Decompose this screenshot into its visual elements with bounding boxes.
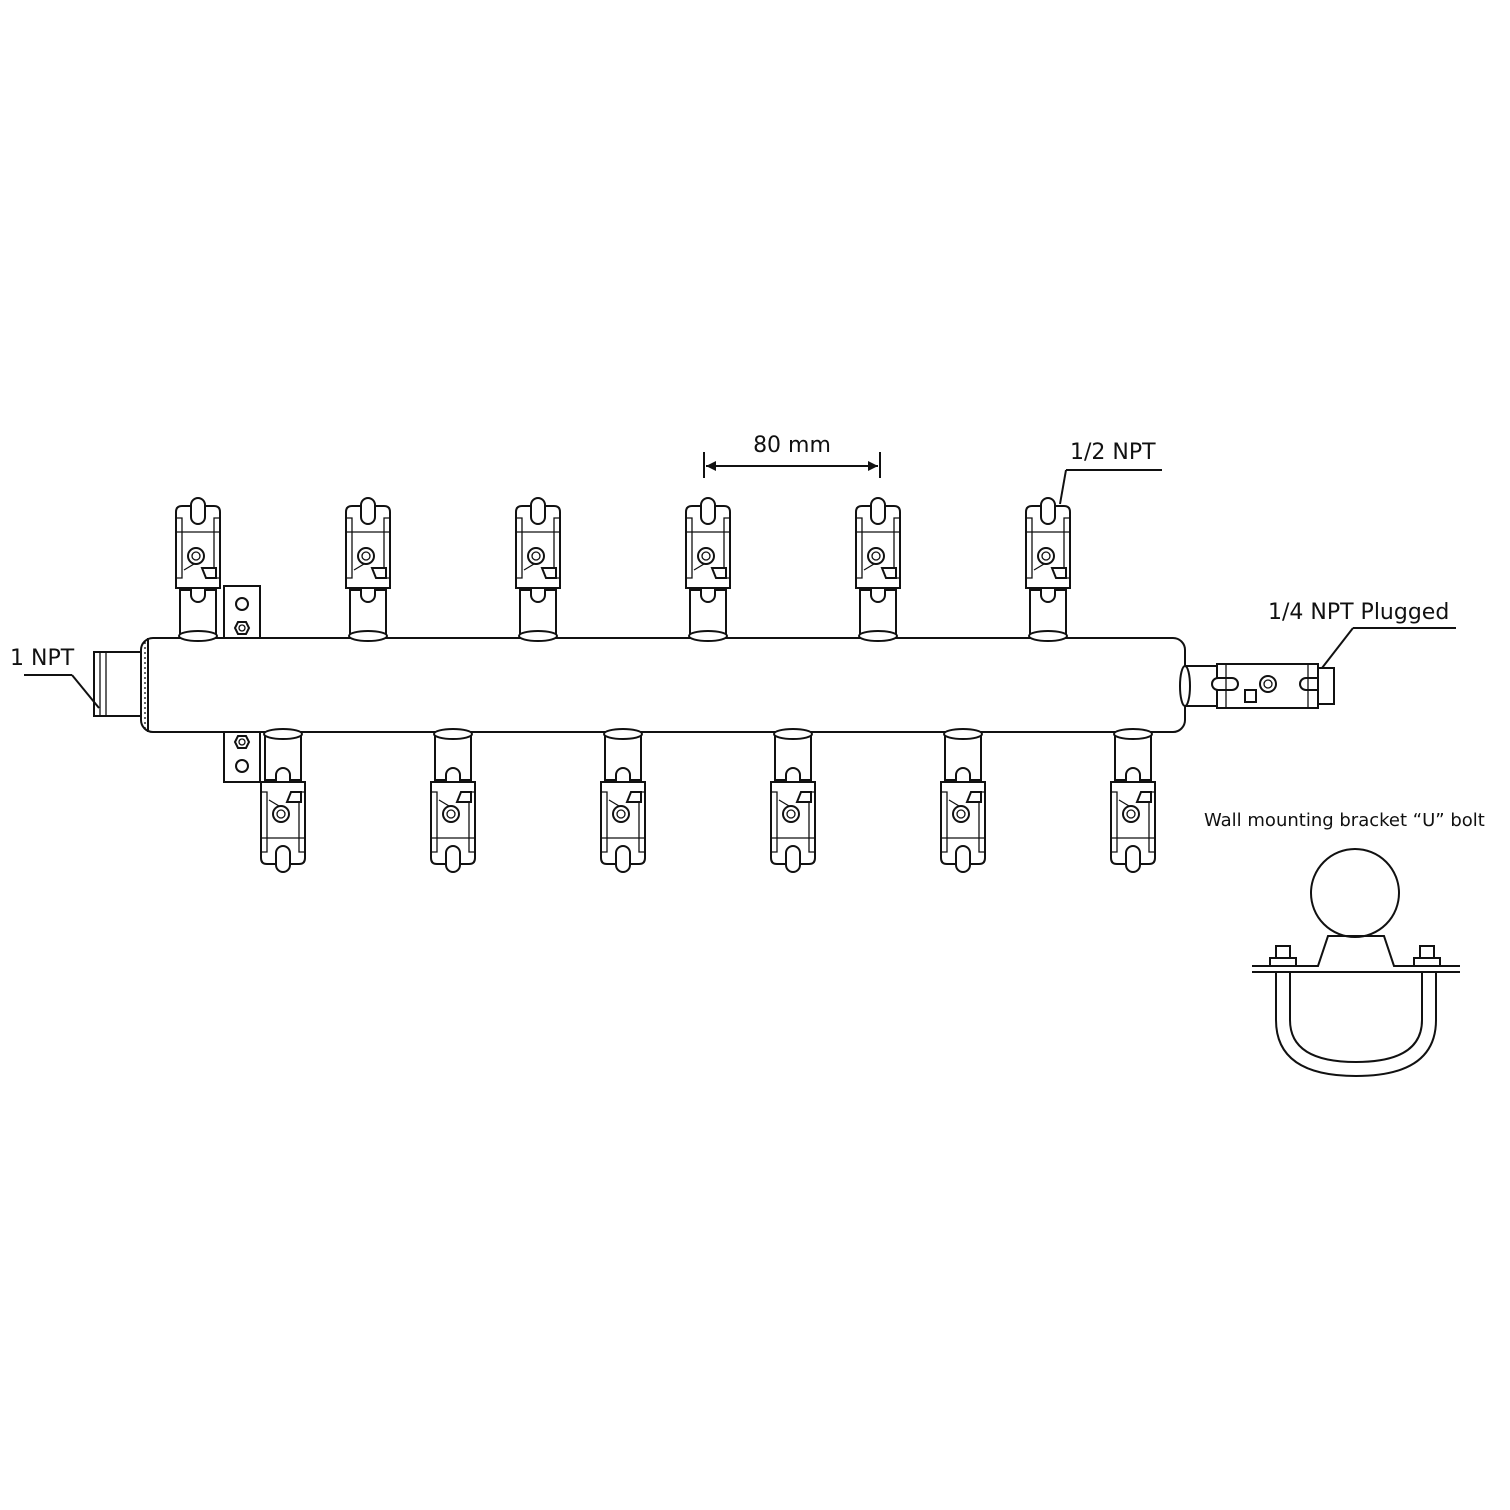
end-plug-assembly: [1179, 663, 1335, 709]
valve-top-5: [855, 497, 901, 642]
valve-top-2: [345, 497, 391, 642]
valve-bottom-5: [940, 728, 986, 873]
valve-bottom-1: [260, 728, 306, 873]
valve-bottom-6: [1110, 728, 1156, 873]
dimension-label: 80 mm: [753, 433, 831, 458]
manifold-pipe: [140, 637, 1186, 733]
outlet-thread-label: 1/2 NPT: [1070, 440, 1156, 465]
valve-bottom-4: [770, 728, 816, 873]
inlet-fitting: [93, 651, 142, 717]
inlet-thread-label: 1 NPT: [10, 646, 75, 671]
bracket-bottom: [223, 731, 261, 783]
valves-bottom-row: [260, 728, 1156, 873]
valve-top-1: [175, 497, 221, 642]
valve-top-3: [515, 497, 561, 642]
end-plug-label: 1/4 NPT Plugged: [1268, 600, 1449, 625]
valve-bottom-2: [430, 728, 476, 873]
u-bolt-detail: [1252, 848, 1460, 1078]
callout-inlet-thread: 1 NPT: [10, 646, 100, 709]
callout-outlet-thread: 1/2 NPT: [1059, 440, 1162, 505]
valves-top-row: [175, 497, 1071, 642]
valve-top-6: [1025, 497, 1071, 642]
dimension-80mm: 80 mm: [703, 433, 881, 478]
bracket-title: Wall mounting bracket “U” bolt: [1204, 810, 1485, 831]
valve-bottom-3: [600, 728, 646, 873]
valve-top-4: [685, 497, 731, 642]
bracket-top: [223, 585, 261, 639]
callout-end-plug: 1/4 NPT Plugged: [1268, 600, 1456, 669]
